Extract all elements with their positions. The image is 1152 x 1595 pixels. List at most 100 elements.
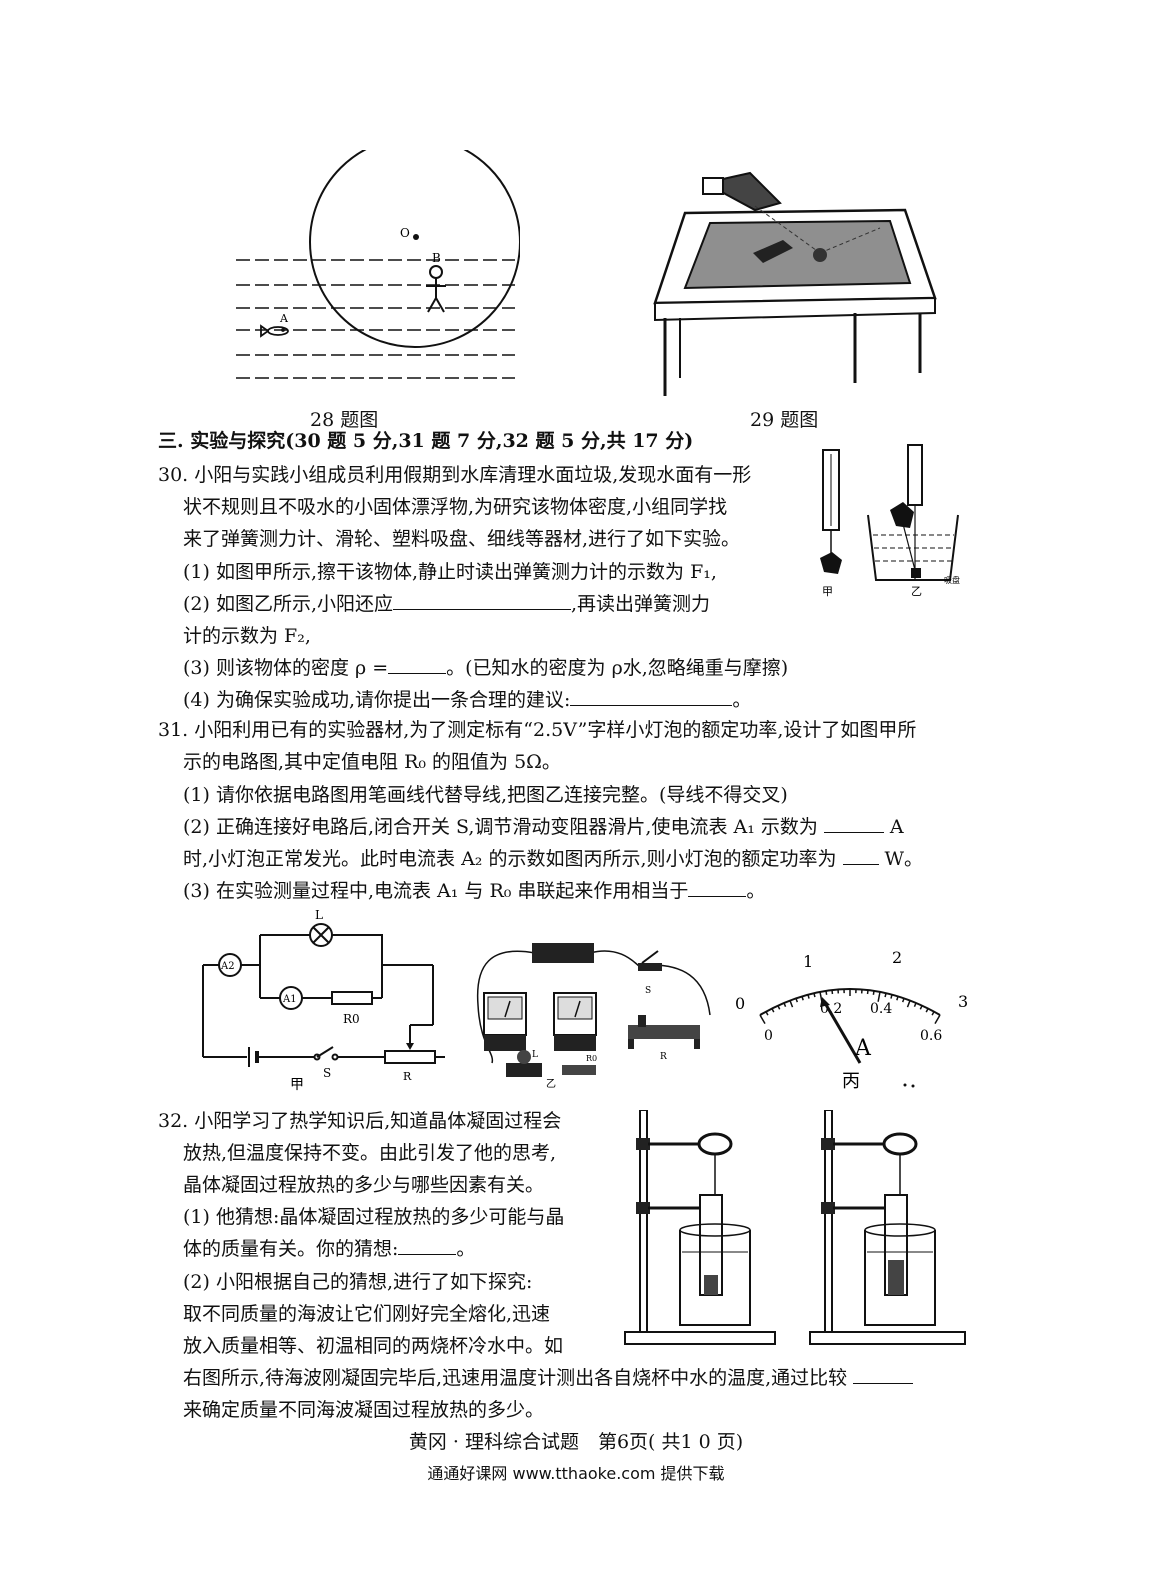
download-credit: 通通好课网 www.tthaoke.com 提供下载 <box>427 1464 725 1483</box>
label-jia: 甲 <box>290 1077 304 1093</box>
dial-tick <box>783 1002 787 1007</box>
q31-line-3: (1) 请你依据电路图用笔画线代替导线,把图乙连接完整。(导线不得交叉) <box>183 784 788 806</box>
figure-30: 甲 乙 吸盘 <box>820 444 960 598</box>
q32-line-1: 32. 小阳学习了热学知识后,知道晶体凝固过程会 <box>158 1110 562 1132</box>
figure-28-caption: 28 题图 <box>310 409 379 431</box>
q31-line-2: 示的电路图,其中定值电阻 R₀ 的阻值为 5Ω。 <box>183 751 561 773</box>
q31-answer-blank-current[interactable] <box>823 816 884 833</box>
figure-32 <box>624 1110 966 1345</box>
q32-line-6: (2) 小阳根据自己的猜想,进行了如下探究: <box>183 1271 533 1293</box>
dial-tick <box>906 1000 911 1008</box>
q30-line-3: 来了弹簧测力计、滑轮、塑料吸盘、细线等器材,进行了如下实验。 <box>183 528 741 550</box>
apparatus-label-yi: 乙 <box>546 1078 556 1090</box>
dial-tick <box>931 1011 935 1016</box>
fig30-label-tray: 吸盘 <box>944 575 960 585</box>
q32-line-9: 右图所示,待海波刚凝固完毕后,迅速用温度计测出各自烧杯中水的温度,通过比较 <box>183 1366 914 1390</box>
q30-line-1: 30. 小阳与实践小组成员利用假期到水库清理水面垃圾,发现水面有一形 <box>158 464 752 486</box>
q31-part3-prefix: (3) 在实验测量过程中,电流表 A₁ 与 R₀ 串联起来作用相当于 <box>183 880 689 902</box>
q32-answer-blank-2[interactable] <box>853 1367 914 1384</box>
q32-line-10: 来确定质量不同海波凝固过程放热的多少。 <box>183 1399 545 1421</box>
label-a2: A2 <box>220 961 235 972</box>
label-b: B <box>432 251 441 265</box>
fig30-label-yi: 乙 <box>911 585 922 598</box>
fig30-label-jia: 甲 <box>822 585 833 598</box>
dial-tick <box>877 991 881 1002</box>
q30-line-4: (1) 如图甲所示,擦干该物体,静止时读出弹簧测力计的示数为 F₁, <box>183 561 717 583</box>
q31-answer-blank-power[interactable] <box>842 848 879 865</box>
dial-bottom-0: 0 <box>764 1028 773 1044</box>
apparatus-label-r0: R0 <box>586 1054 597 1063</box>
apparatus-label-r: R <box>660 1052 667 1062</box>
rheostat-icon <box>628 1015 700 1049</box>
iron-stand-left <box>624 1110 776 1345</box>
dial-tick <box>759 1014 766 1025</box>
label-o: O <box>400 226 410 240</box>
q32-line-3: 晶体凝固过程放热的多少与哪些因素有关。 <box>183 1174 545 1196</box>
ammeter-icon <box>483 992 527 1051</box>
q30-answer-blank-3[interactable] <box>388 657 447 674</box>
q30-part4-suffix: 。 <box>732 689 752 711</box>
q31-part3-suffix: 。 <box>746 880 766 902</box>
lamp-icon <box>309 923 333 947</box>
q30-line-7: (3) 则该物体的密度 ρ = 。(已知水的密度为 ρ水,忽略绳重与摩擦) <box>183 656 788 680</box>
q30-part3-suffix: 。(已知水的密度为 ρ水,忽略绳重与摩擦) <box>446 657 789 679</box>
resistor-r0-icon <box>331 991 373 1005</box>
figure-31-ammeter-dial: 0 1 2 3 0 0.2 0.4 0.6 A 丙 <box>735 948 968 1092</box>
dial-bottom-3: 0.6 <box>920 1028 942 1044</box>
dial-tick <box>925 1008 929 1013</box>
q30-part4-prefix: (4) 为确保实验成功,请你提出一条合理的建议: <box>183 689 571 711</box>
dial-tick <box>919 1005 923 1010</box>
dial-tick <box>795 998 799 1003</box>
figure-31-apparatus: S R L R0 乙 <box>476 943 711 1090</box>
switch-icon <box>313 1046 339 1061</box>
q32-part2-prefix: 右图所示,待海波刚凝固完毕后,迅速用温度计测出各自烧杯中水的温度,通过比较 <box>183 1367 848 1389</box>
q30-answer-blank-2[interactable] <box>393 593 571 610</box>
q30-part2-suffix: ,再读出弹簧测力 <box>571 593 711 615</box>
dial-tick <box>901 998 905 1003</box>
dial-tick <box>807 994 810 999</box>
dial-unit: A <box>854 1036 872 1061</box>
lamp-holder-icon <box>506 1050 542 1077</box>
q31-line-1: 31. 小阳利用已有的实验器材,为了测定标有“2.5V”字样小灯泡的额定功率,设… <box>158 719 917 741</box>
q31-part2-line2-prefix: 时,小灯泡正常发光。此时电流表 A₂ 的示数如图丙所示,则小灯泡的额定功率为 <box>183 848 837 870</box>
resistor-r0-icon <box>562 1065 596 1075</box>
q32-line-4: (1) 他猜想:晶体凝固过程放热的多少可能与晶 <box>183 1206 565 1228</box>
ammeter-a1-icon <box>279 986 303 1010</box>
q30-part3-prefix: (3) 则该物体的密度 ρ = <box>183 657 389 679</box>
dial-tick <box>801 996 804 1001</box>
figure-29 <box>653 171 937 396</box>
ammeter-a2-icon <box>218 953 242 977</box>
q32-line-8: 放入质量相等、初温相同的两烧杯冷水中。如 <box>183 1335 564 1357</box>
page-footer: 黄冈 · 理科综合试题 第6页( 共1 0 页) <box>408 1431 744 1453</box>
dial-tick <box>813 992 816 998</box>
q32-line-2: 放热,但温度保持不变。由此引发了他的思考, <box>183 1142 557 1164</box>
dial-tick <box>825 990 828 995</box>
figure-31-circuit-diagram: L A2 A1 R0 S R 甲 <box>202 908 445 1093</box>
dial-tick <box>913 1002 917 1007</box>
switch-icon <box>638 950 662 971</box>
dial-tick <box>896 996 899 1001</box>
dial-tick <box>771 1008 775 1013</box>
battery-icon <box>248 1047 259 1067</box>
dial-tick <box>765 1011 769 1016</box>
dial-tick <box>789 1000 794 1008</box>
q31-line-4: (2) 正确连接好电路后,闭合开关 S,调节滑动变阻器滑片,使电流表 A₁ 示数… <box>183 815 904 839</box>
q30-answer-blank-4[interactable] <box>570 689 733 706</box>
dial-tick <box>890 994 893 999</box>
q30-line-5: (2) 如图乙所示,小阳还应,再读出弹簧测力 <box>183 592 710 616</box>
q32-answer-blank-1[interactable] <box>398 1238 457 1255</box>
label-s: S <box>323 1066 331 1080</box>
dial-top-1: 1 <box>803 952 813 971</box>
dial-top-3: 3 <box>958 992 968 1011</box>
q32-line-7: 取不同质量的海波让它们刚好完全熔化,迅速 <box>183 1303 551 1325</box>
rheostat-icon <box>384 1050 436 1064</box>
q31-part2-unit: A <box>889 816 904 838</box>
dial-top-2: 2 <box>892 948 902 967</box>
q32-part1-suffix: 。 <box>456 1238 476 1260</box>
dial-tick <box>934 1014 941 1025</box>
section-3-heading: 三. 实验与探究(30 题 5 分,31 题 7 分,32 题 5 分,共 17… <box>158 430 694 452</box>
q30-line-6: 计的示数为 F₂, <box>183 625 311 647</box>
q31-answer-blank-3[interactable] <box>688 880 747 897</box>
label-r: R <box>403 1070 412 1083</box>
